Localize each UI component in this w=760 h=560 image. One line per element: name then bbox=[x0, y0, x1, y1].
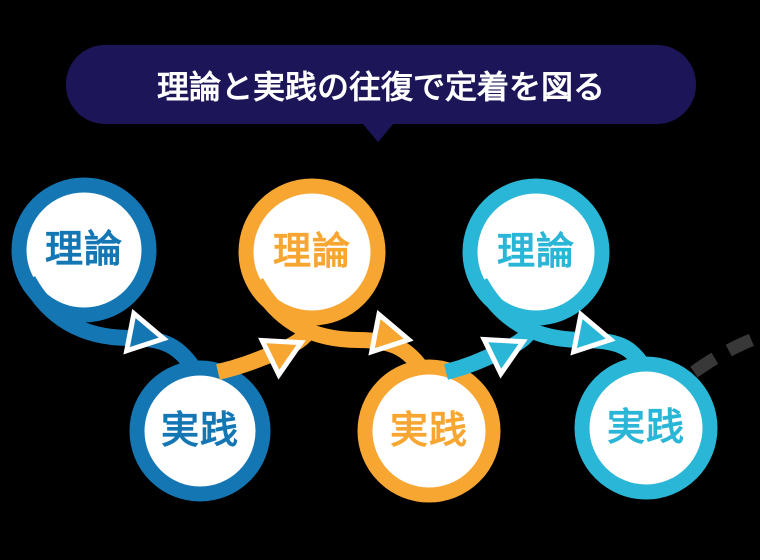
pair2-practice-ring bbox=[357, 359, 501, 503]
arrowhead-cyan-up-icon bbox=[480, 336, 528, 379]
pair1-theory-ring bbox=[11, 177, 157, 323]
pair3-practice-ring bbox=[574, 356, 718, 500]
pair1-theory-label: 理論 bbox=[44, 229, 123, 271]
continuation-dashed-arrow bbox=[690, 329, 760, 378]
pair3-theory-ring bbox=[462, 178, 610, 326]
pair3-theory-label: 理論 bbox=[496, 231, 575, 273]
speech-bubble: 理論と実践の往復で定着を図る bbox=[66, 45, 696, 142]
pair2-practice-label: 実践 bbox=[389, 410, 468, 452]
arrowhead-orange-up-icon bbox=[258, 337, 306, 380]
pair1-practice-ring bbox=[129, 360, 271, 502]
pair1-practice-label: 実践 bbox=[160, 410, 239, 452]
pair2-theory-label: 理論 bbox=[272, 231, 351, 273]
arrowhead-blue-down-icon bbox=[123, 308, 169, 355]
pair3-practice-label: 実践 bbox=[606, 407, 685, 449]
pair2-down-curve bbox=[248, 277, 431, 377]
arrowhead-cyan-down-icon bbox=[570, 309, 616, 356]
bubble-pointer-icon bbox=[362, 123, 394, 142]
arrowhead-orange-down-icon bbox=[368, 309, 414, 356]
pair2-theory-ring bbox=[238, 178, 386, 326]
bubble-title: 理論と実践の往復で定着を図る bbox=[156, 68, 605, 105]
